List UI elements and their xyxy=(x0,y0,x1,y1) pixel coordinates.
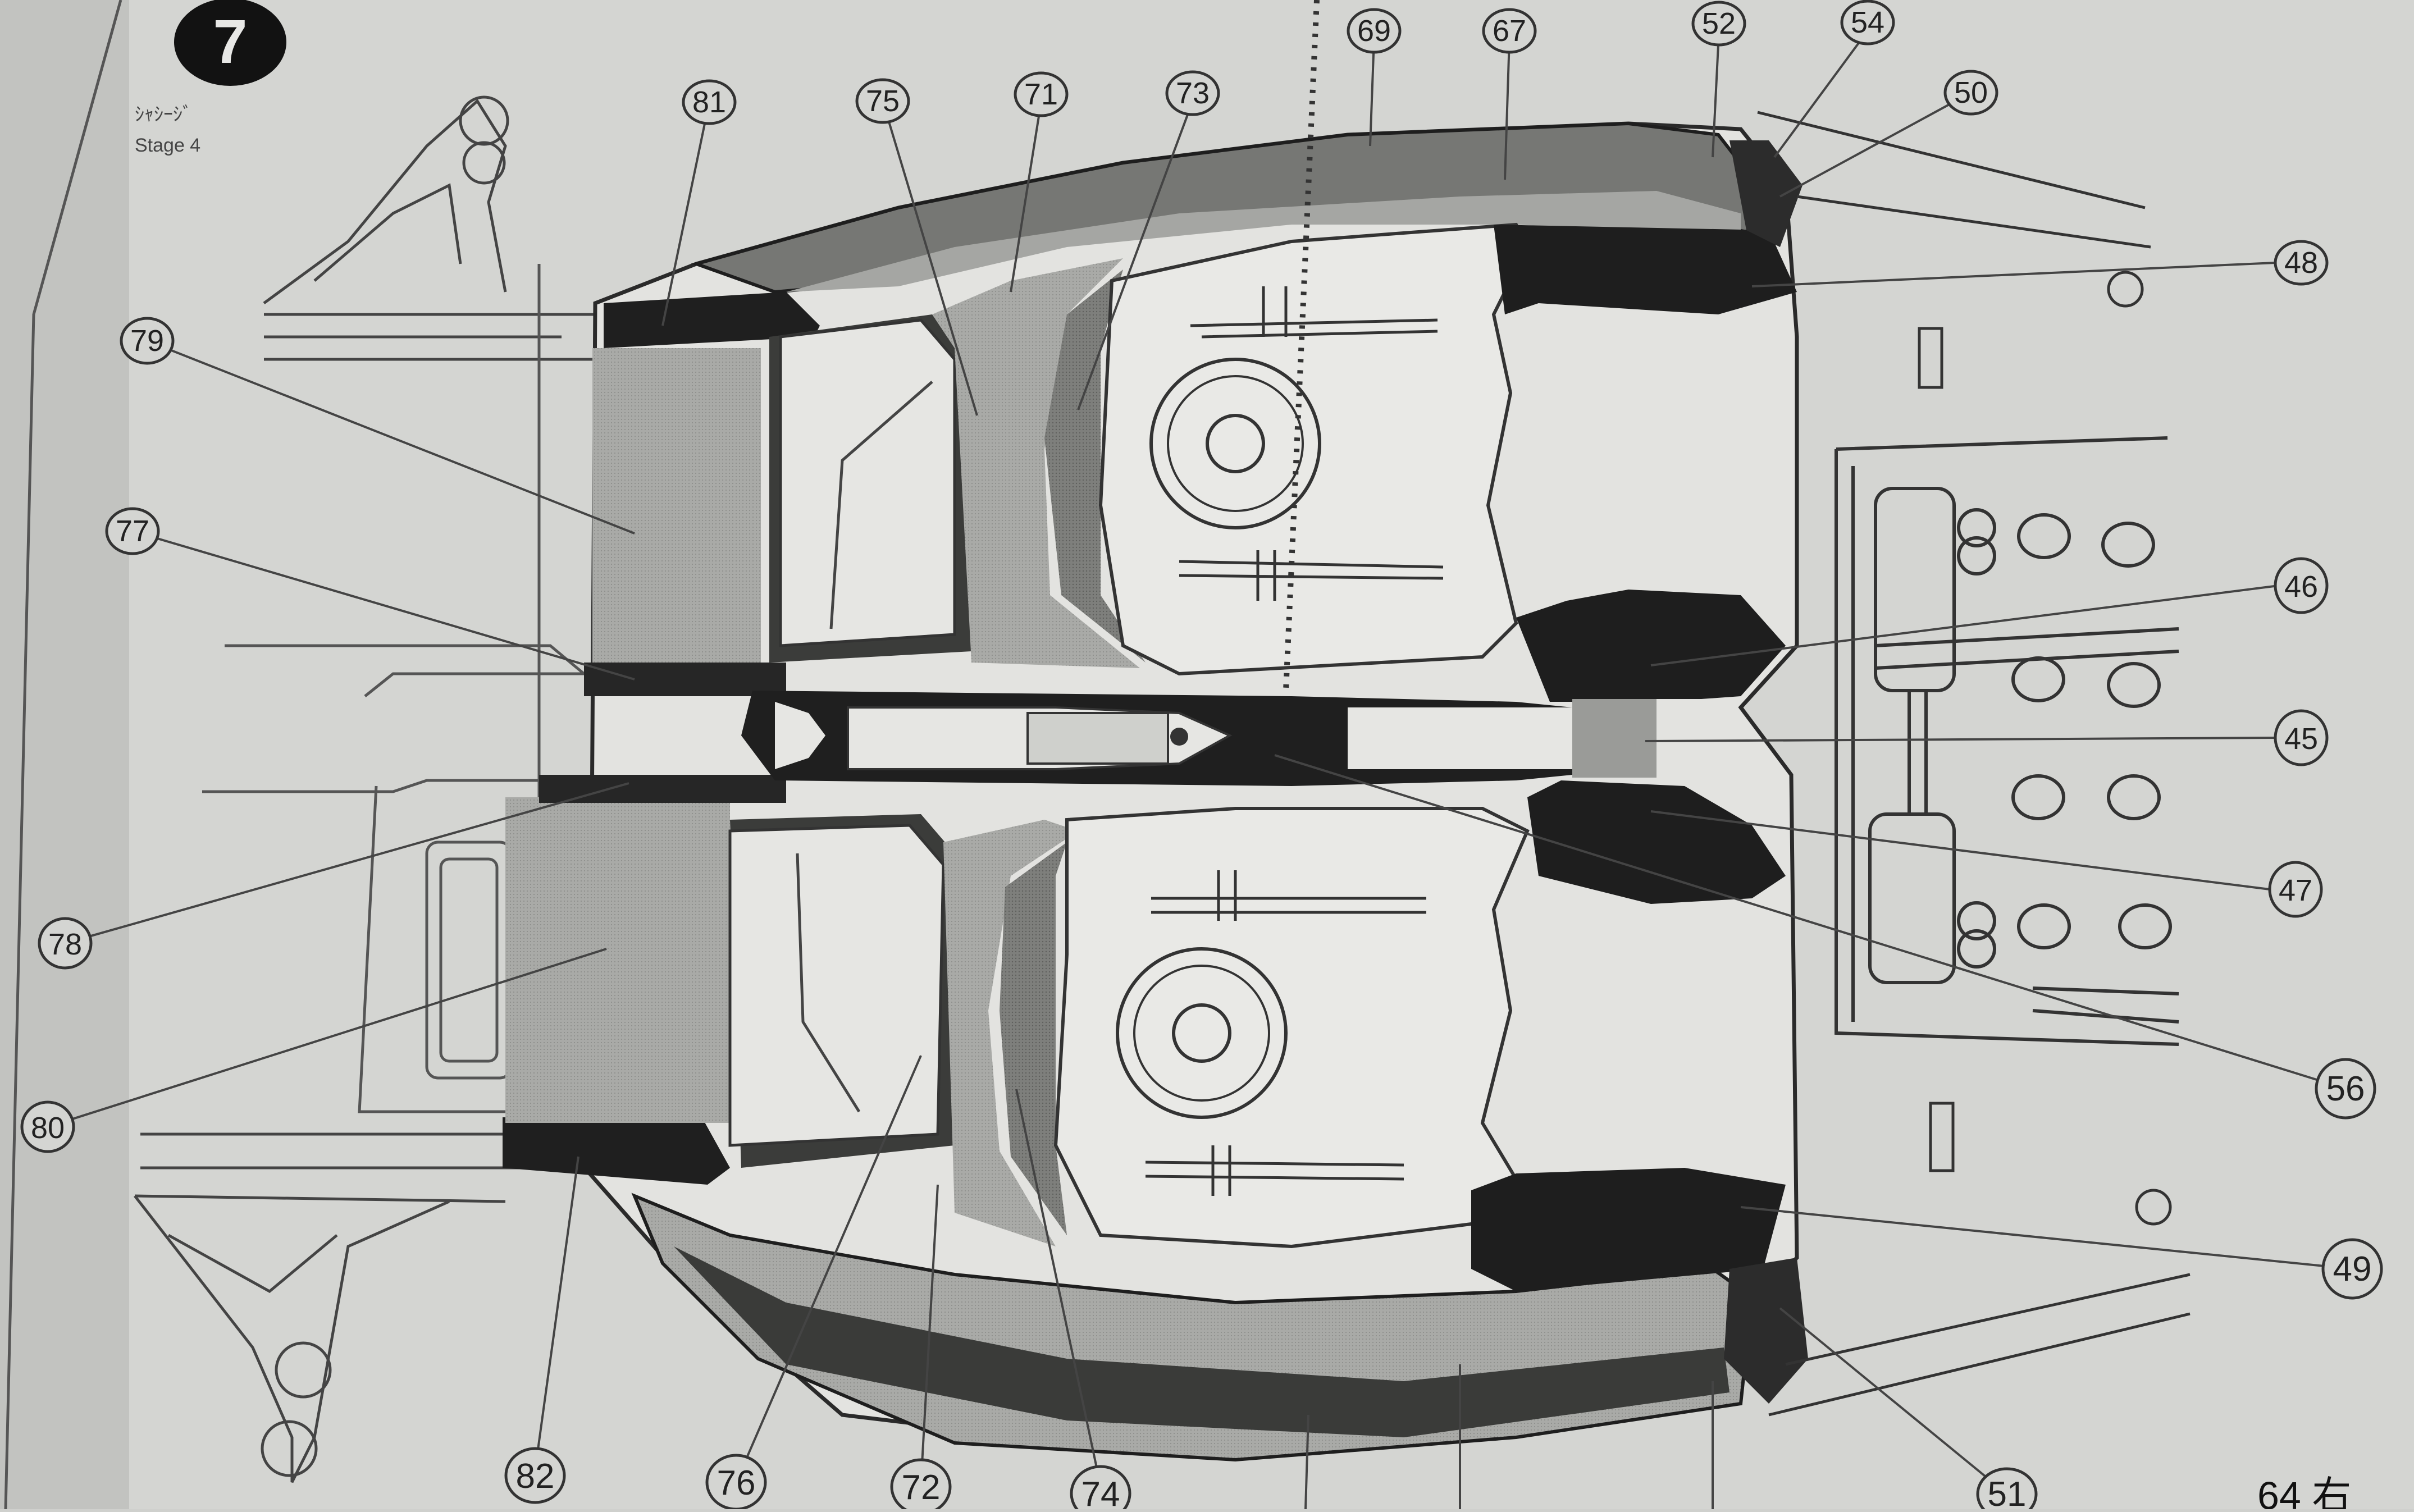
footwell-panel-bottom xyxy=(1471,1168,1786,1291)
footwell-panel-lower xyxy=(1527,780,1786,904)
center-fold-line xyxy=(1283,0,1320,691)
front-corner-panel xyxy=(1724,1258,1808,1404)
side-trim-lower xyxy=(943,820,1078,1246)
callout-73: 73 xyxy=(1176,76,1210,110)
callout-56: 56 xyxy=(2326,1070,2365,1108)
page-gutter xyxy=(0,0,129,1509)
callout-circles xyxy=(20,0,2383,1512)
callout-79: 79 xyxy=(130,324,164,358)
rear-seat-cushion-lower xyxy=(728,824,945,1147)
callout-51: 51 xyxy=(1988,1475,2027,1509)
callout-75: 75 xyxy=(866,84,900,118)
rear-suspension-arm-top xyxy=(263,95,618,361)
callout-69: 69 xyxy=(1357,14,1391,48)
callout-77: 77 xyxy=(116,514,149,548)
tunnel-front-end xyxy=(1657,699,1718,778)
callout-47: 47 xyxy=(2279,874,2312,907)
door-panel-lower xyxy=(1000,842,1067,1235)
step-number: 7 xyxy=(213,7,247,76)
callout-54: 54 xyxy=(1851,6,1884,39)
step-caption-jp: ｼｬｼｰｼﾞ xyxy=(135,104,192,125)
corner-label: 64 右 xyxy=(2257,1474,2351,1509)
rear-suspension-arm-bottom xyxy=(134,1132,562,1483)
rear-floor-mat-lower xyxy=(505,797,730,1123)
tunnel-box-45 xyxy=(1572,699,1657,778)
callout-45: 45 xyxy=(2284,722,2318,756)
dashboard-mid-panel xyxy=(786,191,1741,292)
rear-bulkhead-strip-upper xyxy=(604,292,820,348)
body-details-right xyxy=(1757,111,2191,1417)
rear-seat-cushion-upper xyxy=(779,318,956,647)
rear-seat-contour-lower xyxy=(796,853,861,1113)
footwell-panel-upper xyxy=(1516,590,1786,702)
rear-seat-contour-upper xyxy=(829,381,933,629)
tunnel-front-section xyxy=(1348,707,1572,769)
side-trim-upper xyxy=(932,258,1140,668)
callout-72: 72 xyxy=(902,1468,941,1507)
callout-78: 78 xyxy=(48,928,82,961)
callout-labels: 81 75 71 73 69 67 52 54 50 48 46 45 47 5… xyxy=(31,6,2372,1512)
callout-76: 76 xyxy=(717,1464,756,1502)
rear-floor-mat-upper xyxy=(592,348,761,663)
callout-74: 74 xyxy=(1081,1475,1120,1509)
rear-crossmember-lower xyxy=(539,775,786,803)
callout-80: 80 xyxy=(31,1111,65,1145)
rear-bulkhead-strip-lower xyxy=(503,1117,730,1185)
front-seat-upper xyxy=(1098,222,1530,676)
callout-67: 67 xyxy=(1493,14,1526,48)
callout-82: 82 xyxy=(516,1457,555,1496)
rear-crossmember-upper xyxy=(584,663,786,696)
callout-46: 46 xyxy=(2284,570,2318,604)
shifter-plate xyxy=(1026,712,1169,765)
step-badge: 7 ｼｬｼｰｼﾞ Stage 4 xyxy=(135,0,286,156)
callout-49: 49 xyxy=(2333,1250,2372,1289)
handbrake-knob xyxy=(1170,728,1188,746)
tunnel-end-cap xyxy=(775,702,825,769)
step-caption-en: Stage 4 xyxy=(135,135,200,156)
callout-50: 50 xyxy=(1954,76,1988,109)
callout-48: 48 xyxy=(2284,246,2318,280)
door-panel-upper xyxy=(1044,269,1146,663)
engine-bay-outline xyxy=(1835,436,2179,1046)
front-corner-panel-top xyxy=(1729,140,1802,247)
step-number-circle xyxy=(174,0,286,86)
page-border-line xyxy=(4,0,122,1510)
front-seat-lower xyxy=(1053,807,1530,1249)
callout-81: 81 xyxy=(692,85,726,119)
leader-lines xyxy=(47,30,2353,1510)
callout-52: 52 xyxy=(1702,7,1736,40)
dashboard-bottom-edge xyxy=(674,1246,1729,1437)
callout-71: 71 xyxy=(1024,77,1058,111)
footwell-panel-top xyxy=(1494,225,1797,314)
